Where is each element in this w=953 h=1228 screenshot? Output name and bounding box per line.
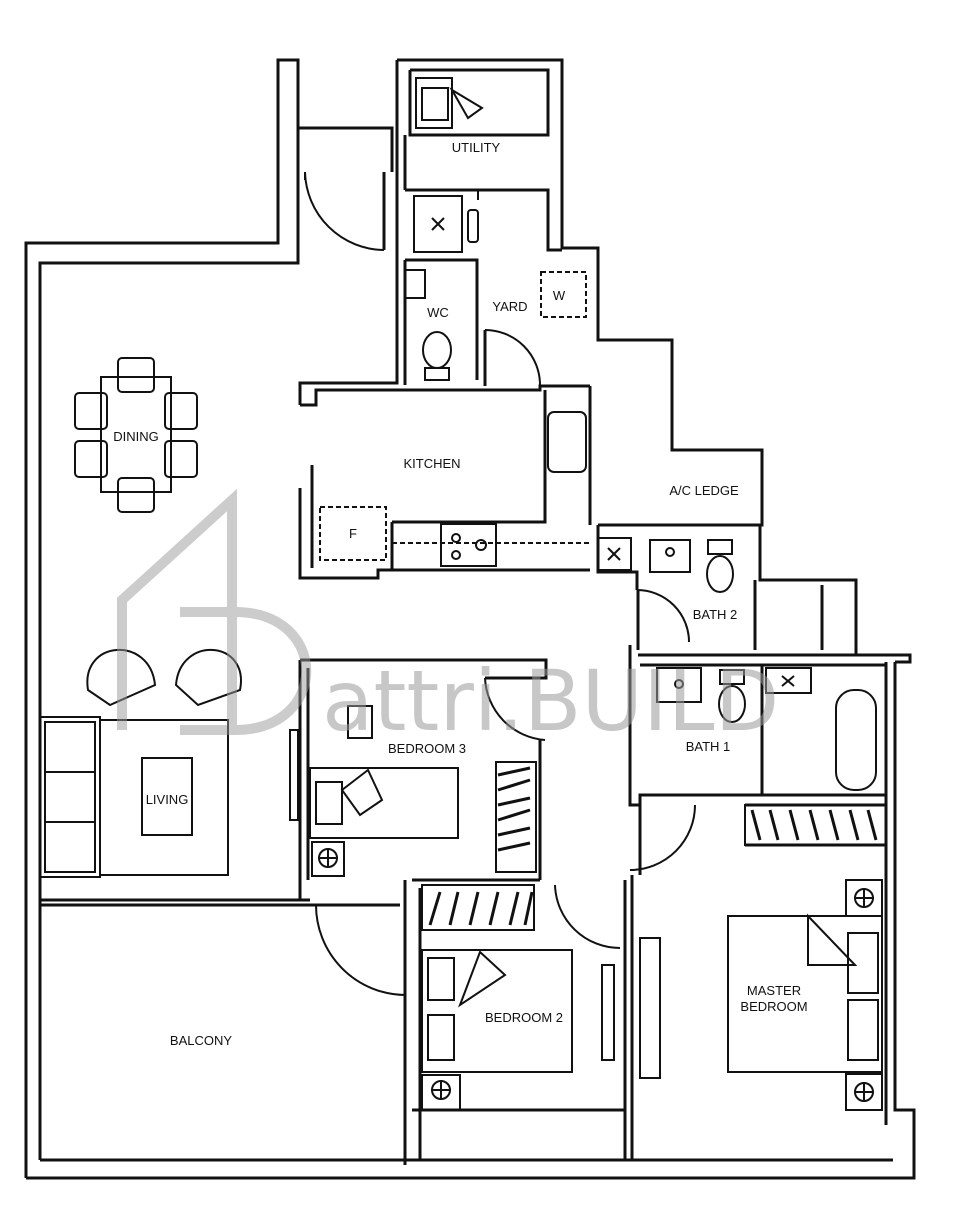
label-wc: WC <box>427 305 449 320</box>
label-washer: W <box>553 288 566 303</box>
watermark-text: attri.BUILD <box>322 652 779 750</box>
label-yard: YARD <box>492 299 527 314</box>
label-bedroom3: BEDROOM 3 <box>388 741 466 756</box>
wardrobe-hangers <box>428 766 878 926</box>
room-labels: UTILITY WC YARD W DINING KITCHEN F A/C L… <box>113 140 807 1048</box>
furniture <box>39 77 887 1111</box>
label-master-line2: BEDROOM <box>740 999 807 1014</box>
label-kitchen: KITCHEN <box>403 456 460 471</box>
label-master-line1: MASTER <box>747 983 801 998</box>
doors <box>304 171 696 996</box>
label-ac-ledge: A/C LEDGE <box>669 483 739 498</box>
label-bath2: BATH 2 <box>693 607 738 622</box>
label-living: LIVING <box>146 792 189 807</box>
walls <box>24 58 916 1180</box>
label-balcony: BALCONY <box>170 1033 232 1048</box>
label-bedroom2: BEDROOM 2 <box>485 1010 563 1025</box>
label-bath1: BATH 1 <box>686 739 731 754</box>
watermark <box>117 488 312 735</box>
label-fridge: F <box>349 526 357 541</box>
label-dining: DINING <box>113 429 159 444</box>
label-utility: UTILITY <box>452 140 501 155</box>
